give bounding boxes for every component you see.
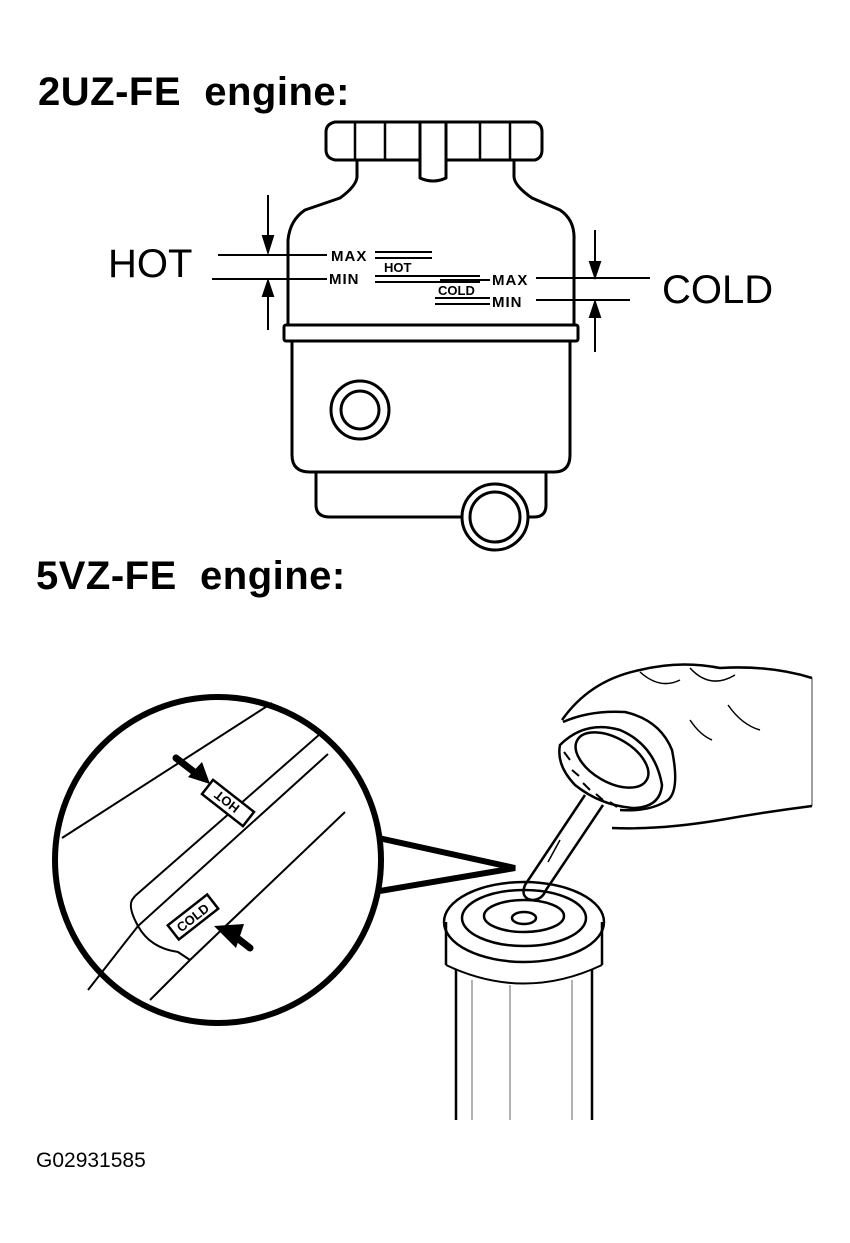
range-indicators xyxy=(212,195,650,352)
cold-min-mark: MIN xyxy=(492,294,523,311)
reservoir-cap xyxy=(324,120,544,162)
hot-arrow-top-head xyxy=(261,235,275,256)
cold-min-line xyxy=(435,297,490,305)
hot-max-mark: MAX xyxy=(331,248,367,265)
side-port-outer xyxy=(329,379,391,441)
bottom-port xyxy=(460,482,530,552)
magnified-callout: HOT COLD xyxy=(52,694,516,1026)
engine-a-heading: 2UZ-FE engine: xyxy=(38,70,350,114)
cold-arrow-top-head xyxy=(588,261,602,281)
hot-level-label: HOT xyxy=(108,242,193,286)
hot-tag: HOT xyxy=(384,260,412,275)
cap-tab xyxy=(418,120,448,183)
hot-max-line xyxy=(375,251,432,259)
reservoir-body-upper xyxy=(286,160,576,325)
cold-max-mark: MAX xyxy=(492,272,528,289)
cold-arrow-bottom-head xyxy=(588,298,602,318)
dipstick xyxy=(522,794,605,902)
reservoir-body-lower xyxy=(290,341,572,474)
level-marks: MAX MIN HOT COLD MAX MIN xyxy=(329,248,528,311)
dipstick-cap xyxy=(558,725,664,810)
cold-mark-arrowhead xyxy=(214,924,244,948)
bottom-port-rim xyxy=(468,490,522,544)
reservoir-neck xyxy=(442,880,606,1120)
figure-id: G02931585 xyxy=(36,1149,146,1172)
hot-arrow-bottom-head xyxy=(261,277,275,297)
hot-min-line xyxy=(375,275,480,283)
cold-level-label: COLD xyxy=(662,268,774,312)
hot-min-mark: MIN xyxy=(329,271,360,288)
reservoir-band xyxy=(282,323,580,343)
hot-mark-arrowhead xyxy=(188,762,210,784)
cap-ribs xyxy=(353,123,512,159)
cold-tag: COLD xyxy=(438,283,475,298)
reservoir-illustration xyxy=(282,120,580,552)
callout-circle xyxy=(52,694,384,1026)
hand xyxy=(560,663,813,830)
side-port-inner xyxy=(339,389,381,431)
engine-b-heading: 5VZ-FE engine: xyxy=(36,554,346,598)
reservoir-base xyxy=(314,472,548,519)
